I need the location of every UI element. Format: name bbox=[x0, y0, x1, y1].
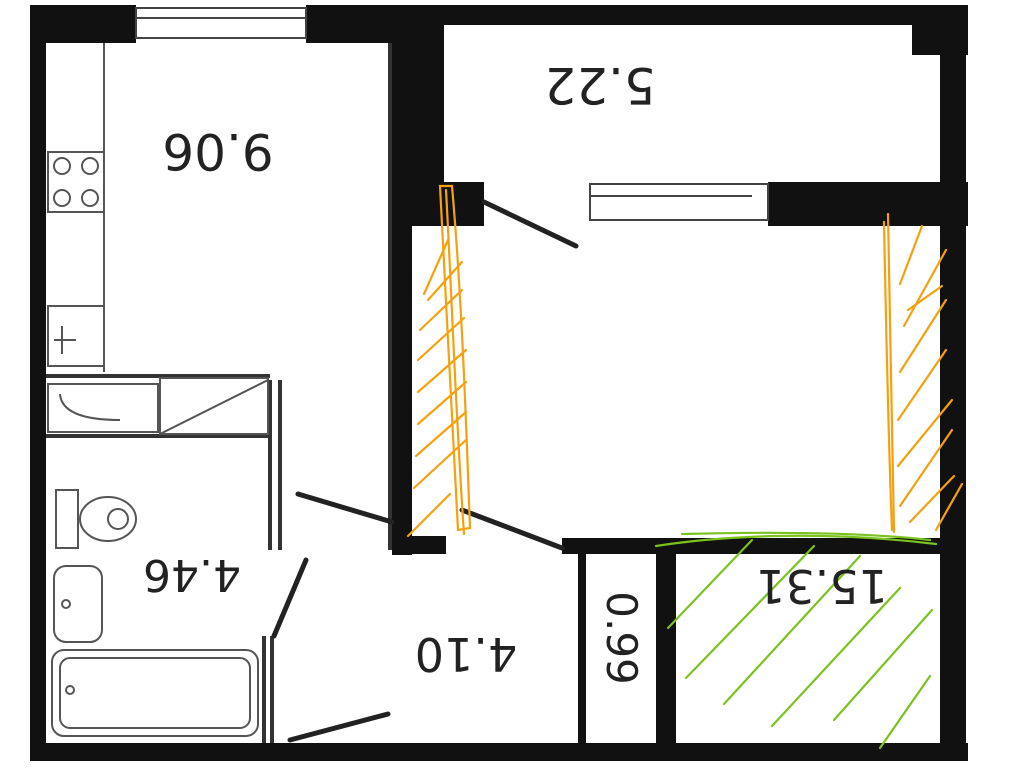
door-balcony bbox=[481, 199, 579, 249]
door-entrance bbox=[287, 711, 391, 743]
stove-burner-3 bbox=[53, 189, 71, 207]
wall-closet-left bbox=[578, 554, 586, 744]
outer-wall-right bbox=[940, 5, 966, 761]
window-kitchen bbox=[135, 7, 307, 39]
door-bathroom bbox=[271, 557, 309, 639]
orange-hatch-left bbox=[406, 184, 472, 538]
shower-diagonal bbox=[159, 379, 269, 435]
toilet-tank bbox=[55, 489, 79, 549]
balcony-wall-top bbox=[412, 5, 968, 25]
closet-area-label: 0.99 bbox=[597, 591, 646, 685]
walls bbox=[30, 5, 968, 761]
stove-burner-4 bbox=[81, 189, 99, 207]
window-balcony bbox=[589, 183, 769, 221]
outer-wall-left bbox=[30, 5, 46, 760]
wall-balcony-living-right bbox=[768, 182, 968, 226]
windows bbox=[135, 7, 769, 221]
wall-living-bottom bbox=[562, 538, 940, 554]
washer bbox=[47, 383, 159, 433]
balcony-area-label: 5.22 bbox=[544, 56, 655, 114]
wall-closet-right bbox=[656, 554, 676, 744]
balcony-floor bbox=[444, 25, 912, 182]
outer-wall-bottom bbox=[30, 743, 968, 761]
balcony-wall-right bbox=[912, 5, 968, 55]
door-kitchen bbox=[295, 491, 395, 525]
kitchen-fixtures bbox=[47, 43, 105, 372]
bath-sink-drain bbox=[61, 599, 71, 609]
wall-kitchen-living bbox=[392, 25, 412, 555]
living-room-area-label: 15.31 bbox=[756, 559, 888, 613]
partitions bbox=[46, 43, 392, 743]
wall-kitchen-bottom bbox=[412, 536, 446, 554]
washer-curve bbox=[59, 393, 121, 421]
bath-sink bbox=[53, 565, 103, 643]
outer-wall-top-left bbox=[30, 5, 136, 43]
stove-burner-2 bbox=[81, 157, 99, 175]
bathroom-area-label: 4.46 bbox=[143, 549, 241, 600]
kitchen-area-label: 9.06 bbox=[162, 122, 273, 180]
area-labels: 9.06 5.22 4.46 4.10 0.99 15.31 bbox=[143, 56, 888, 685]
bathtub-inner bbox=[59, 657, 251, 729]
door-living bbox=[459, 507, 565, 551]
bathtub-drain bbox=[65, 685, 75, 695]
hallway-area-label: 4.10 bbox=[415, 627, 517, 681]
stove-burner-1 bbox=[53, 157, 71, 175]
doors bbox=[271, 199, 579, 743]
bath-fixtures bbox=[47, 377, 269, 737]
kitchen-sink bbox=[47, 305, 105, 367]
green-hatch-bottom bbox=[654, 531, 938, 750]
orange-hatch-right bbox=[882, 212, 964, 534]
toilet-seat bbox=[107, 508, 129, 530]
